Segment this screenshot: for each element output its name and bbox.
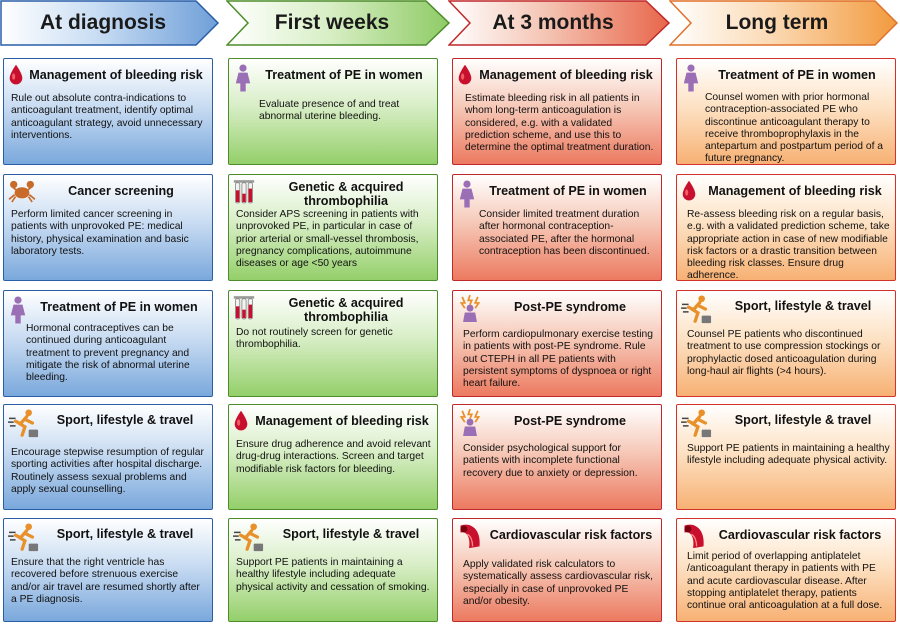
runner-icon: [233, 523, 265, 553]
card-body: Estimate bleeding risk in all patients i…: [465, 93, 654, 154]
card-title: Cardiovascular risk factors: [489, 528, 653, 542]
card-title: Treatment of PE in women: [40, 300, 198, 314]
card-title: Treatment of PE in women: [489, 184, 647, 198]
card-body: Counsel PE patients who discontinued tre…: [687, 329, 881, 377]
card-body: Ensure that the right ventricle has reco…: [11, 557, 200, 605]
card-body: Apply validated risk calculators to syst…: [463, 559, 653, 607]
card-body: Counsel women with prior hormonal contra…: [705, 92, 884, 165]
card-cardiovascular-risk-factors: Cardiovascular risk factors Limit period…: [676, 518, 896, 622]
card-body: Consider psychological support for patie…: [463, 443, 638, 479]
runner-icon: [681, 295, 713, 325]
woman-icon: [234, 63, 252, 93]
blood-drop-icon: [233, 410, 249, 432]
card-body: Re-assess bleeding risk on a regular bas…: [687, 209, 890, 281]
woman-icon: [458, 179, 476, 209]
card-title: Post-PE syndrome: [514, 300, 626, 314]
card-title: Sport, lifestyle & travel: [56, 413, 194, 427]
card-title: Sport, lifestyle & travel: [734, 299, 872, 313]
card-title: Post-PE syndrome: [514, 414, 626, 428]
card-treatment-pe-women: Treatment of PE in women Counsel women w…: [676, 58, 896, 165]
card-title: Sport, lifestyle & travel: [282, 527, 420, 541]
card-body: Consider APS screening in patients with …: [236, 209, 419, 270]
lightning-person-icon: [457, 408, 483, 438]
card-title: Treatment of PE in women: [718, 68, 876, 82]
header-label: First weeks: [274, 11, 390, 34]
card-treatment-pe-women: Treatment of PE in women Consider limite…: [452, 174, 662, 281]
card-title: Genetic & acquired thrombophilia: [288, 296, 404, 324]
card-body: Consider limited treatment duration afte…: [479, 209, 650, 257]
header-long-term: Long term: [669, 0, 899, 46]
card-sport-lifestyle-travel: Sport, lifestyle & travel Encourage step…: [3, 404, 213, 510]
card-genetic-acquired-thrombophilia: Genetic & acquired thrombophilia Conside…: [228, 174, 438, 281]
artery-icon: [681, 522, 707, 550]
card-post-pe-syndrome: Post-PE syndrome Consider psychological …: [452, 404, 662, 510]
card-body: Encourage stepwise resumption of regular…: [11, 447, 204, 495]
blood-drop-icon: [8, 64, 24, 86]
card-management-bleeding-risk: Management of bleeding risk Estimate ble…: [452, 58, 662, 165]
chevron-shape: [226, 0, 451, 46]
blood-drop-icon: [681, 180, 697, 202]
test-tubes-icon: [233, 178, 255, 206]
card-body: Hormonal contraceptives can be continued…: [26, 323, 190, 384]
header-label: At diagnosis: [39, 11, 166, 34]
card-post-pe-syndrome: Post-PE syndrome Perform cardiopulmonary…: [452, 290, 662, 397]
card-body: Ensure drug adherence and avoid relevant…: [236, 439, 431, 475]
card-body: Perform limited cancer screening in pati…: [11, 209, 189, 257]
card-management-bleeding-risk: Management of bleeding risk Rule out abs…: [3, 58, 213, 165]
card-title: Management of bleeding risk: [255, 414, 429, 428]
card-body: Perform cardiopulmonary exercise testing…: [463, 329, 653, 390]
woman-icon: [9, 295, 27, 325]
card-title: Management of bleeding risk: [708, 184, 882, 198]
header-label: Long term: [725, 11, 829, 34]
card-title: Management of bleeding risk: [479, 68, 653, 82]
card-title: Cancer screening: [68, 184, 174, 198]
card-sport-lifestyle-travel: Sport, lifestyle & travel Ensure that th…: [3, 518, 213, 622]
card-body: Evaluate presence of and treat abnormal …: [259, 99, 400, 123]
card-title: Genetic & acquired thrombophilia: [288, 180, 404, 208]
card-treatment-pe-women: Treatment of PE in women Hormonal contra…: [3, 290, 213, 397]
blood-drop-icon: [457, 64, 473, 86]
chevron-shape: [669, 0, 899, 46]
test-tubes-icon: [233, 294, 255, 322]
header-at-diagnosis: At diagnosis: [0, 0, 220, 46]
card-treatment-pe-women: Treatment of PE in women Evaluate presen…: [228, 58, 438, 165]
chevron-shape: [0, 0, 220, 46]
card-body: Support PE patients in maintaining a hea…: [687, 443, 890, 467]
header-label: At 3 months: [492, 11, 614, 34]
chevron-shape: [448, 0, 671, 46]
card-sport-lifestyle-travel: Sport, lifestyle & travel Counsel PE pat…: [676, 290, 896, 397]
card-sport-lifestyle-travel: Sport, lifestyle & travel Support PE pat…: [676, 404, 896, 510]
crab-icon: [8, 179, 36, 203]
runner-icon: [8, 409, 40, 439]
lightning-person-icon: [457, 294, 483, 324]
card-management-bleeding-risk: Management of bleeding risk Ensure drug …: [228, 404, 438, 510]
card-title: Management of bleeding risk: [29, 68, 203, 82]
card-title: Cardiovascular risk factors: [718, 528, 882, 542]
card-management-bleeding-risk: Management of bleeding risk Re-assess bl…: [676, 174, 896, 281]
card-body: Support PE patients in maintaining a hea…: [236, 557, 430, 593]
card-body: Limit period of overlapping antiplatelet…: [687, 551, 883, 612]
card-body: Do not routinely screen for genetic thro…: [236, 327, 393, 351]
artery-icon: [457, 522, 483, 550]
card-cancer-screening: Cancer screening Perform limited cancer …: [3, 174, 213, 281]
woman-icon: [682, 63, 700, 93]
runner-icon: [8, 523, 40, 553]
card-title: Sport, lifestyle & travel: [734, 413, 872, 427]
card-sport-lifestyle-travel: Sport, lifestyle & travel Support PE pat…: [228, 518, 438, 622]
card-title: Sport, lifestyle & travel: [56, 527, 194, 541]
card-genetic-acquired-thrombophilia: Genetic & acquired thrombophilia Do not …: [228, 290, 438, 397]
card-cardiovascular-risk-factors: Cardiovascular risk factors Apply valida…: [452, 518, 662, 622]
header-first-weeks: First weeks: [226, 0, 452, 46]
card-title: Treatment of PE in women: [265, 68, 423, 82]
card-body: Rule out absolute contra-indications to …: [11, 93, 203, 141]
header-at-3-months: At 3 months: [448, 0, 672, 46]
runner-icon: [681, 409, 713, 439]
